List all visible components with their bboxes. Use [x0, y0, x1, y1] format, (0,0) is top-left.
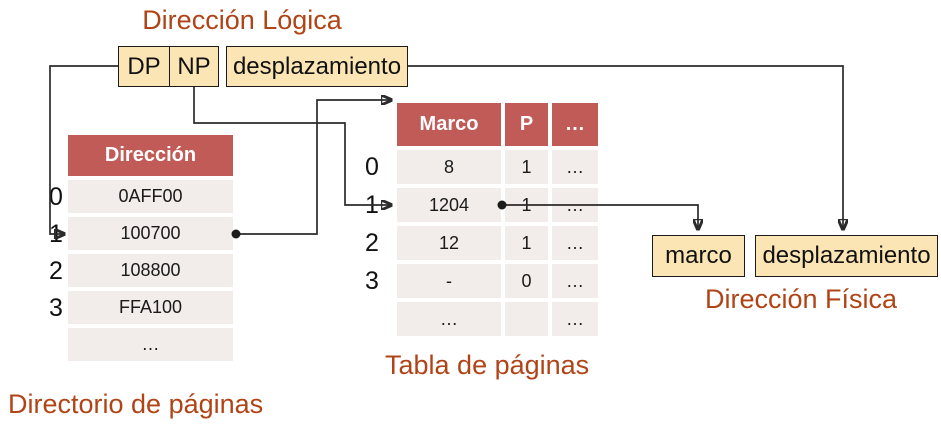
page-table: Marco P … 8 1 … 1204 1 … 12 1 … - 0 … … … — [397, 103, 598, 336]
directory-index-0: 0 — [49, 183, 63, 211]
page-table-cell — [505, 302, 548, 336]
page-table-cell: 1 — [505, 188, 548, 222]
physical-address-caption: Dirección Física — [704, 284, 898, 314]
directory-index-1: 1 — [49, 220, 63, 248]
page-directory-row-2: 108800 — [68, 254, 233, 287]
page-table-cell: - — [397, 264, 501, 298]
page-table-header-marco: Marco — [397, 103, 501, 146]
page-table-cell: 12 — [397, 226, 501, 260]
page-directory-header: Dirección — [68, 135, 233, 176]
page-table-caption: Tabla de páginas — [385, 350, 590, 380]
page-table-index-2: 2 — [365, 229, 379, 257]
logical-address-dp-np-box: DP NP — [118, 46, 219, 87]
page-directory-table: Dirección 0AFF00 100700 108800 FFA100 … — [68, 135, 233, 361]
logical-offset-field: desplazamiento — [226, 46, 408, 87]
page-table-header-p: P — [505, 103, 548, 146]
page-table-cell: … — [552, 264, 598, 298]
page-table-cell: … — [552, 302, 598, 336]
page-table-cell: … — [552, 150, 598, 184]
directory-index-3: 3 — [49, 294, 63, 322]
page-directory-row-ellipsis: … — [68, 328, 233, 361]
page-directory-row-1: 100700 — [68, 217, 233, 250]
page-table-cell: … — [397, 302, 501, 336]
page-table-header-ellipsis: … — [552, 103, 598, 146]
page-table-index-0: 0 — [365, 153, 379, 181]
directory-index-2: 2 — [49, 257, 63, 285]
page-table-cell: 1204 — [397, 188, 501, 222]
page-directory-caption: Directorio de páginas — [8, 389, 264, 419]
dp-field: DP — [127, 52, 161, 80]
logical-address-title: Dirección Lógica — [142, 5, 342, 35]
page-directory-row-3: FFA100 — [68, 291, 233, 324]
page-table-cell: 1 — [505, 226, 548, 260]
page-table-index-1: 1 — [365, 191, 379, 219]
page-table-cell: 0 — [505, 264, 548, 298]
page-table-cell: 8 — [397, 150, 501, 184]
np-field: NP — [168, 47, 218, 86]
page-table-cell: … — [552, 188, 598, 222]
page-directory-row-0: 0AFF00 — [68, 180, 233, 213]
physical-frame-field: marco — [652, 235, 745, 277]
page-table-index-3: 3 — [365, 267, 379, 295]
page-table-cell: … — [552, 226, 598, 260]
physical-offset-field: desplazamiento — [755, 235, 938, 277]
page-table-cell: 1 — [505, 150, 548, 184]
